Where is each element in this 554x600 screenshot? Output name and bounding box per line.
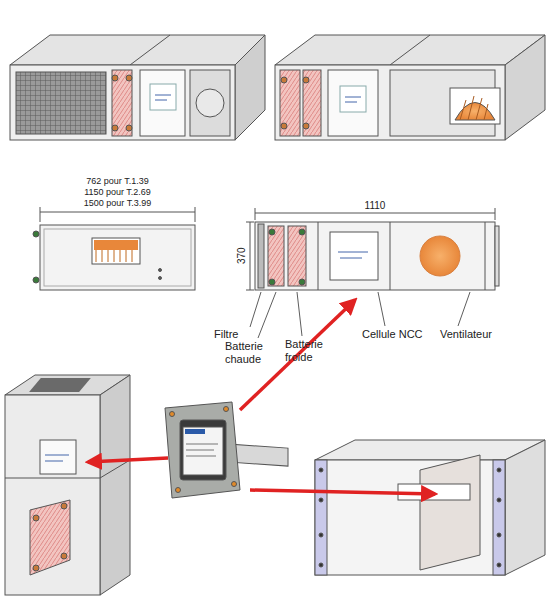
ncc-device bbox=[165, 402, 288, 498]
dimension-text: 1500 pour T.3.99 bbox=[60, 198, 175, 208]
side-view bbox=[246, 208, 499, 290]
leader-lines bbox=[250, 292, 470, 338]
dimension-text: 370 bbox=[236, 236, 248, 276]
part-label: Filtre bbox=[214, 328, 264, 341]
front-view bbox=[33, 207, 195, 290]
duct-section bbox=[315, 440, 545, 575]
unit-iso-right bbox=[275, 35, 545, 140]
dimension-text: 762 pour T.1.39 bbox=[60, 176, 175, 186]
part-label: Ventilateur bbox=[440, 328, 510, 341]
part-label: Batterie chaude bbox=[225, 340, 277, 365]
part-label: Cellule NCC bbox=[362, 328, 437, 341]
part-label: Batterie froide bbox=[285, 338, 337, 363]
dimension-text: 1150 pour T.2.69 bbox=[60, 187, 175, 197]
unit-vertical bbox=[5, 375, 130, 595]
dimension-text: 1110 bbox=[345, 200, 405, 212]
unit-iso-left bbox=[10, 35, 265, 140]
